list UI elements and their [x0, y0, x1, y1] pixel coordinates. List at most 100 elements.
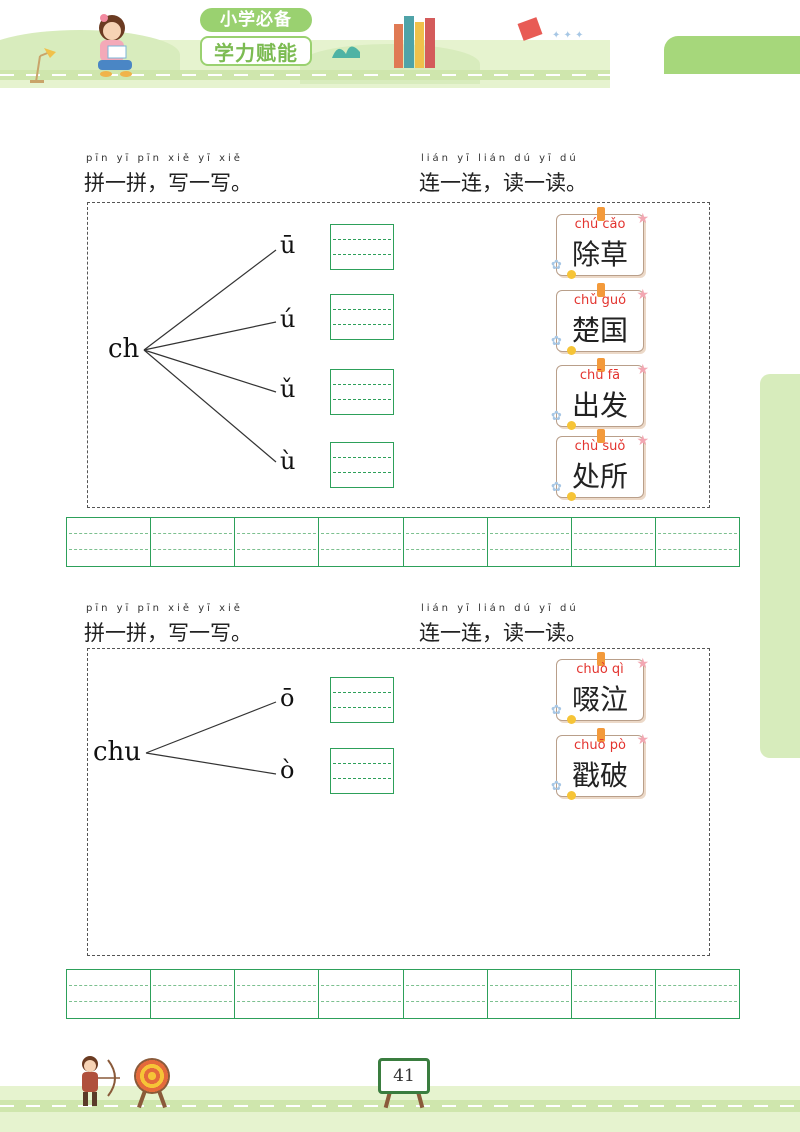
dot-icon: [567, 421, 576, 430]
archery-target-icon: [134, 1058, 170, 1094]
word-card-pinyin: chuō pò: [574, 738, 626, 753]
writing-box[interactable]: [330, 442, 394, 488]
word-card-pinyin: chú cǎo: [574, 217, 626, 232]
section2-final-1: ō: [280, 684, 295, 712]
word-card-pinyin: chù suǒ: [574, 439, 626, 454]
word-card-hanzi: 处所: [571, 460, 628, 493]
grid-cell[interactable]: [235, 970, 320, 1018]
section1-left-pinyin: pīn yī pīn xiě yī xiě: [86, 153, 243, 164]
word-card[interactable]: ★ chǔ guó 楚国 ✿: [551, 283, 649, 355]
leaf-icon: ✿: [551, 258, 562, 273]
writing-box[interactable]: [330, 224, 394, 270]
section2-right-pinyin: lián yī lián dú yī dú: [421, 603, 579, 614]
grid-cell[interactable]: [656, 970, 739, 1018]
grid-cell[interactable]: [67, 518, 152, 566]
grid-cell[interactable]: [319, 518, 404, 566]
dot-icon: [567, 715, 576, 724]
pin-icon: [597, 429, 605, 443]
word-card-pinyin: chū fā: [579, 368, 621, 383]
writing-grid-row[interactable]: [66, 969, 740, 1019]
section2-left-title: 拼一拼，写一写。: [84, 621, 252, 645]
word-card[interactable]: ★ chuō pò 戳破 ✿: [551, 728, 649, 800]
grid-cell[interactable]: [404, 518, 488, 566]
section1-initial: ch: [108, 334, 140, 364]
section1-final-2: ú: [280, 305, 296, 333]
section2-exercise-box: [87, 648, 710, 956]
word-card-hanzi: 戳破: [571, 759, 628, 792]
word-card[interactable]: ★ chū fā 出发 ✿: [551, 358, 649, 430]
writing-box[interactable]: [330, 369, 394, 415]
section2-right-title: 连一连，读一读。: [419, 621, 587, 645]
word-card[interactable]: ★ chù suǒ 处所 ✿: [551, 429, 649, 501]
word-card-hanzi: 楚国: [571, 314, 628, 347]
section1-final-4: ù: [280, 447, 296, 475]
writing-box[interactable]: [330, 748, 394, 794]
star-icon: ★: [636, 656, 649, 672]
section1-left-title: 拼一拼，写一写。: [84, 171, 252, 195]
desk-lamp-icon: [30, 48, 56, 83]
section1-right-title: 连一连，读一读。: [419, 171, 587, 195]
dot-icon: [567, 346, 576, 355]
word-card-hanzi: 出发: [571, 389, 628, 422]
star-icon: ★: [636, 211, 649, 227]
dot-icon: [567, 270, 576, 279]
side-tab: [760, 374, 800, 758]
section2-initial: chu: [93, 737, 142, 767]
grid-cell[interactable]: [572, 518, 656, 566]
grid-cell[interactable]: [151, 970, 236, 1018]
books-icon: [394, 16, 435, 68]
star-icon: ★: [636, 287, 649, 303]
section1-final-3: ǔ: [280, 375, 296, 403]
grid-cell[interactable]: [488, 518, 572, 566]
dot-icon: [567, 492, 576, 501]
writing-box[interactable]: [330, 294, 394, 340]
section1-final-1: ū: [280, 231, 296, 259]
grid-cell[interactable]: [235, 518, 320, 566]
brand-subtitle: 学力赋能: [200, 36, 312, 66]
corner-tab: [664, 36, 800, 74]
word-card[interactable]: ★ chuò qì 啜泣 ✿: [551, 652, 649, 724]
dot-icon: [567, 791, 576, 800]
grid-cell[interactable]: [404, 970, 488, 1018]
section1-exercise-box: [87, 202, 710, 508]
word-card-pinyin: chuò qì: [576, 662, 624, 677]
brand-title: 小学必备: [200, 8, 312, 32]
grid-cell[interactable]: [151, 518, 236, 566]
star-icon: ★: [636, 362, 649, 378]
word-card-hanzi: 除草: [571, 238, 628, 271]
word-card[interactable]: ★ chú cǎo 除草 ✿: [551, 207, 649, 279]
leaf-icon: ✿: [551, 409, 562, 424]
footer-road-dashes: [0, 1105, 800, 1107]
section1-right-pinyin: lián yī lián dú yī dú: [421, 153, 579, 164]
archer-illustration: [82, 1056, 120, 1106]
pin-icon: [597, 283, 605, 297]
girl-reading-illustration: [98, 14, 132, 77]
star-icon: ★: [636, 433, 649, 449]
grid-cell[interactable]: [488, 970, 572, 1018]
page-number: 41: [378, 1058, 430, 1094]
pin-icon: [597, 728, 605, 742]
leaf-icon: ✿: [551, 480, 562, 495]
leaf-icon: ✿: [551, 703, 562, 718]
writing-grid-row[interactable]: [66, 517, 740, 567]
leaf-icon: ✿: [551, 334, 562, 349]
header-road-dashes: [0, 74, 610, 76]
pin-icon: [597, 207, 605, 221]
word-card-hanzi: 啜泣: [571, 683, 628, 716]
section2-final-2: ò: [280, 756, 295, 784]
grid-cell[interactable]: [572, 970, 656, 1018]
grid-cell[interactable]: [67, 970, 152, 1018]
sparkle-icon: ✦ ✦ ✦: [552, 30, 584, 41]
grid-cell[interactable]: [656, 518, 739, 566]
leaf-icon: ✿: [551, 779, 562, 794]
grid-cell[interactable]: [319, 970, 404, 1018]
flying-book-icon: [517, 17, 543, 41]
writing-box[interactable]: [330, 677, 394, 723]
pin-icon: [597, 358, 605, 372]
word-card-pinyin: chǔ guó: [573, 293, 627, 308]
section2-left-pinyin: pīn yī pīn xiě yī xiě: [86, 603, 243, 614]
pin-icon: [597, 652, 605, 666]
plant-icon: [332, 46, 360, 58]
